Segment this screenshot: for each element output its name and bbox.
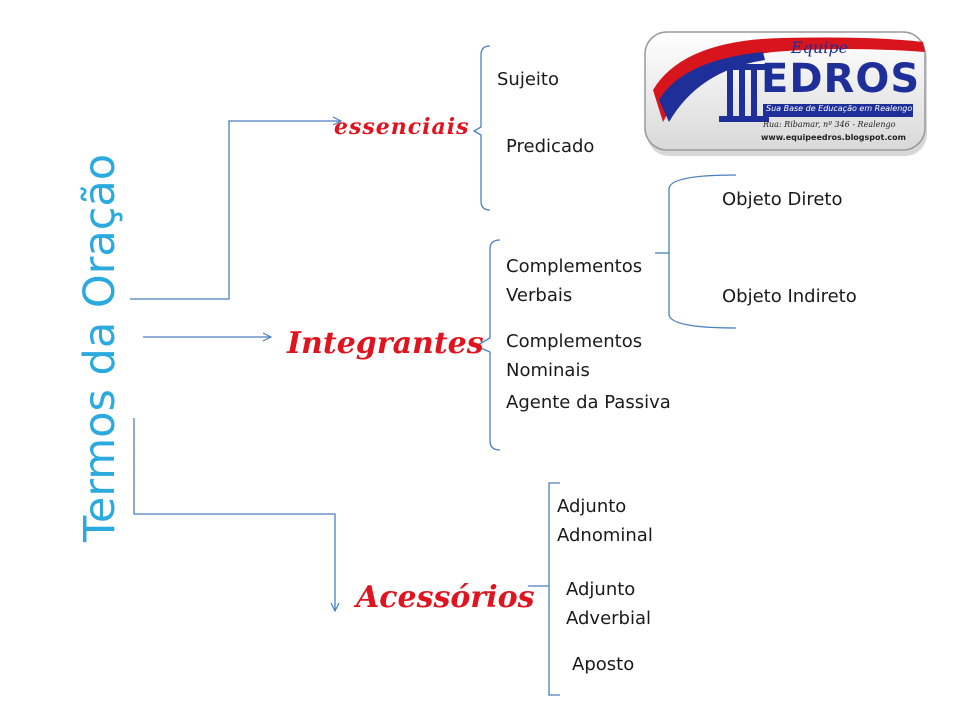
item-adjunto-adnominal-line1: Adjunto	[557, 496, 627, 517]
category-acessorios: Acessórios	[356, 580, 535, 615]
item-complementos-nominais-line2: Nominais	[506, 360, 590, 381]
item-complementos-verbais: Complementos Verbais	[506, 252, 642, 310]
item-complementos-verbais-line1: Complementos	[506, 256, 643, 277]
logo-address: Rua: Ribamar, nº 346 - Realengo	[763, 120, 896, 129]
item-sujeito: Sujeito	[497, 69, 559, 90]
bracket-objetos	[668, 174, 737, 329]
logo-slogan: Sua Base de Educação em Realengo	[766, 104, 913, 113]
item-adjunto-adverbial-line1: Adjunto	[566, 579, 636, 600]
item-complementos-nominais-line1: Complementos	[506, 331, 643, 352]
item-complementos-nominais: Complementos Nominais	[506, 327, 642, 385]
logo-script: Equipe	[791, 38, 849, 57]
edros-logo: Equipe EDROS Sua Base de Educação em Rea…	[643, 30, 933, 162]
category-integrantes: Integrantes	[287, 326, 484, 361]
item-objeto-indireto: Objeto Indireto	[722, 286, 857, 307]
bracket-acessorios	[528, 482, 560, 696]
item-objeto-direto: Objeto Direto	[722, 189, 843, 210]
item-agente-da-passiva: Agente da Passiva	[506, 392, 671, 413]
logo-url: www.equipeedros.blogspot.com	[761, 133, 906, 142]
connector-essenciais	[130, 121, 341, 300]
item-adjunto-adverbial-line2: Adverbial	[566, 608, 652, 629]
item-adjunto-adnominal-line2: Adnominal	[557, 525, 653, 546]
item-adjunto-adnominal: Adjunto Adnominal	[557, 492, 653, 550]
item-adjunto-adverbial: Adjunto Adverbial	[566, 575, 651, 633]
bracket-integrantes	[474, 239, 501, 451]
logo-badge	[644, 31, 927, 156]
main-title: Termos da Oração	[75, 153, 125, 543]
column-icon	[719, 64, 769, 122]
connector-acessorios	[133, 418, 335, 611]
category-essenciais: essenciais	[334, 114, 470, 140]
item-complementos-verbais-line2: Verbais	[506, 285, 573, 306]
item-predicado: Predicado	[506, 136, 595, 157]
logo-name: EDROS	[761, 56, 921, 102]
bracket-essenciais	[472, 45, 491, 211]
item-aposto: Aposto	[572, 654, 635, 675]
